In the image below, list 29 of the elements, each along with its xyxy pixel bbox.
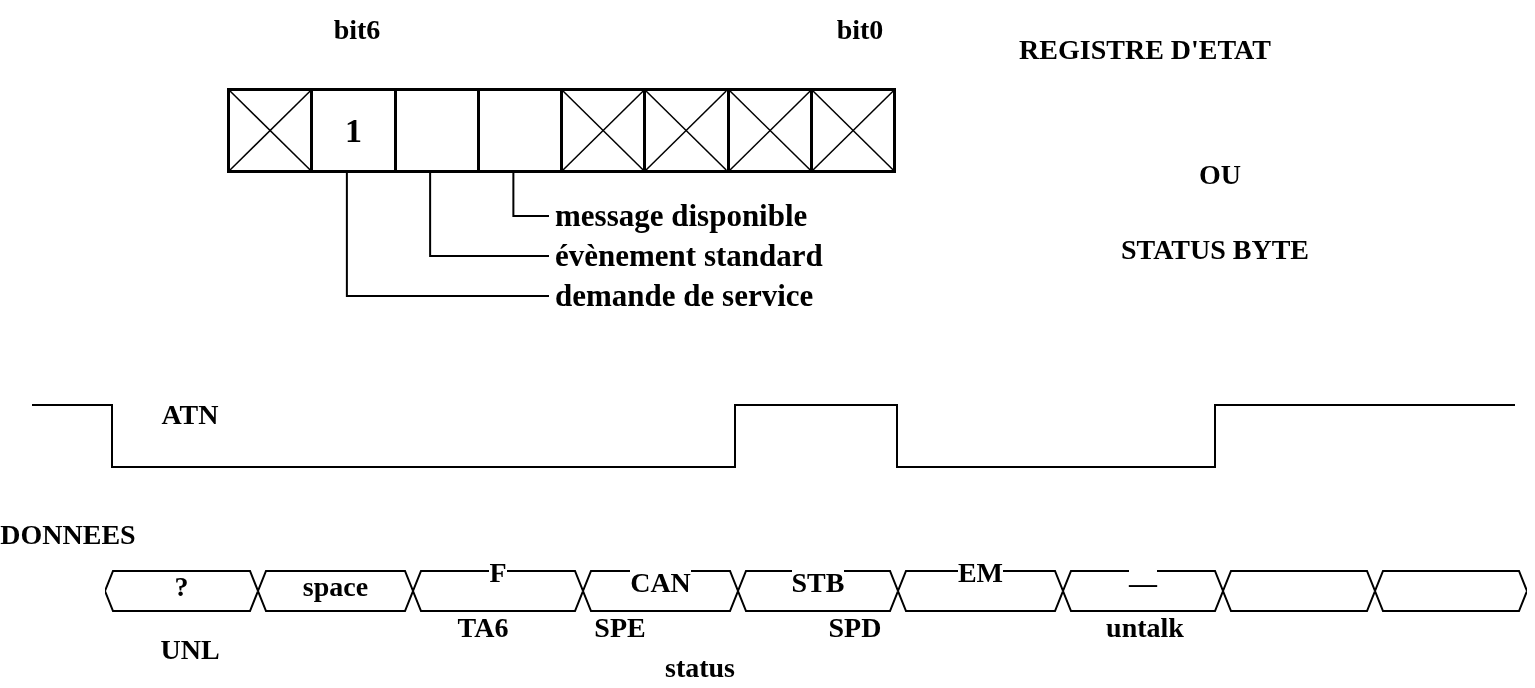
data-hexagon bbox=[258, 570, 413, 612]
leader-line bbox=[345, 172, 550, 297]
byte-meaning: UNL bbox=[160, 636, 220, 664]
byte-meaning: untalk bbox=[1106, 614, 1184, 642]
byte-meaning: status bbox=[665, 654, 735, 682]
text-label: ATN bbox=[161, 401, 219, 429]
byte-meaning: SPE bbox=[594, 614, 646, 642]
bit-description: évènement standard bbox=[555, 238, 823, 274]
data-hexagon bbox=[1063, 570, 1223, 612]
leader-line bbox=[429, 172, 550, 257]
text-label: bit0 bbox=[836, 16, 884, 44]
text-label: bit6 bbox=[333, 16, 381, 44]
data-hexagon bbox=[1375, 570, 1527, 612]
data-hexagon bbox=[583, 570, 738, 612]
text-label: REGISTRE D'ETAT bbox=[1019, 36, 1271, 64]
text-label: OU bbox=[1199, 161, 1241, 189]
data-hexagon bbox=[1223, 570, 1375, 612]
text-label: STATUS BYTE bbox=[1121, 236, 1309, 264]
byte-meaning: SPD bbox=[828, 614, 882, 642]
text-label: DONNEES bbox=[0, 521, 136, 549]
data-hexagon bbox=[738, 570, 898, 612]
leader-line bbox=[512, 172, 550, 217]
byte-meaning: TA6 bbox=[457, 614, 509, 642]
bit-value: 1 bbox=[344, 113, 362, 148]
register-cell bbox=[643, 88, 730, 173]
bit-description: demande de service bbox=[555, 278, 814, 314]
data-hexagon bbox=[105, 570, 258, 612]
register-cell bbox=[310, 88, 397, 173]
bit-description: message disponible bbox=[555, 198, 808, 234]
